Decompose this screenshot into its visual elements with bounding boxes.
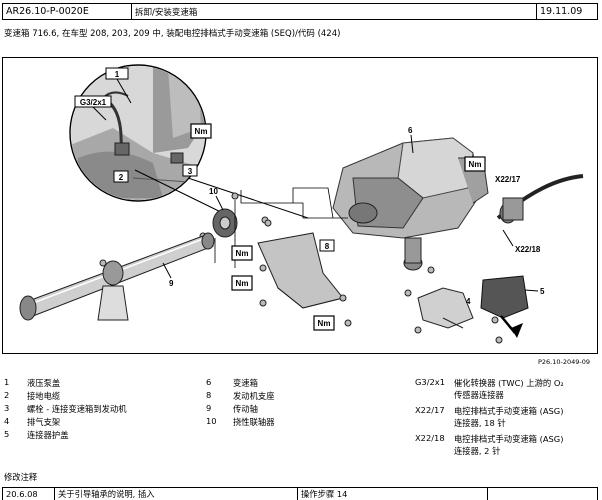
svg-text:Nm: Nm [195, 127, 208, 136]
svg-text:9: 9 [169, 279, 174, 288]
svg-text:X22/18: X22/18 [515, 245, 541, 254]
leader-lines [214, 187, 348, 263]
svg-text:Nm: Nm [236, 249, 249, 258]
callout-6: 6 [408, 126, 414, 154]
callout-10: 10 [209, 187, 224, 211]
doc-id: AR26.10-P-0020E [3, 4, 132, 19]
callout-1: 1 [105, 67, 132, 104]
svg-text:Nm: Nm [318, 319, 331, 328]
doc-title: 拆卸/安装变速箱 [132, 4, 537, 19]
svg-text:2: 2 [119, 173, 124, 182]
nm-label-mount-2: Nm [313, 315, 335, 331]
doc-date: 19.11.09 [540, 6, 583, 17]
svg-text:10: 10 [209, 187, 218, 196]
svg-text:8: 8 [325, 242, 330, 251]
nm-label-coupling: Nm [231, 245, 253, 261]
callout-x17: X22/17 [495, 175, 521, 184]
svg-text:Nm: Nm [236, 279, 249, 288]
inset-detail [69, 64, 309, 219]
figure-reference: P26.10-2049-09 [537, 358, 590, 366]
note-empty-cell [488, 488, 597, 500]
figure-drawing: 1 G3/2x1 2 3 Nm [19, 64, 584, 344]
engine-mount [257, 219, 352, 327]
transmission-body [332, 137, 489, 271]
svg-text:5: 5 [540, 287, 545, 296]
nm-label-inset: Nm [190, 123, 212, 139]
drive-shaft [19, 232, 215, 321]
svg-text:X22/17: X22/17 [495, 175, 521, 184]
callout-g3: G3/2x1 [74, 95, 112, 121]
exhaust-bracket [404, 266, 474, 334]
svg-text:1: 1 [115, 70, 120, 79]
svg-text:6: 6 [408, 126, 413, 135]
callout-x18: X22/18 [502, 229, 541, 254]
svg-text:4: 4 [466, 297, 471, 306]
note-step: 操作步骤 14 [298, 488, 488, 500]
callout-8: 8 [319, 239, 335, 252]
flex-coupling [199, 192, 269, 268]
callout-4: 4 [466, 297, 471, 306]
callout-2: 2 [113, 170, 129, 183]
callout-5: 5 [524, 287, 545, 296]
note-date: 20.6.08 [3, 488, 55, 500]
legend-item: X22/17 电控排档式手动变速箱 (ASG)连接器, 18 针 [415, 405, 564, 428]
notes-title: 修改注释 [4, 472, 38, 482]
svg-text:G3/2x1: G3/2x1 [80, 98, 107, 107]
svg-text:Nm: Nm [469, 160, 482, 169]
note-description: 关于引导轴承的说明, 插入 [55, 488, 298, 500]
connector-cover [480, 275, 529, 344]
doc-subtitle: 变速箱 716.6, 在车型 208, 203, 209 中, 装配电控排档式手… [4, 29, 341, 39]
nm-label-mount-1: Nm [231, 275, 253, 291]
callout-9: 9 [162, 262, 174, 288]
nm-label-transmission: Nm [464, 156, 486, 172]
header-table: AR26.10-P-0020E 拆卸/安装变速箱 19.11.09 [2, 3, 598, 20]
legend-item: X22/18 电控排档式手动变速箱 (ASG)连接器, 2 针 [415, 433, 564, 456]
notes-table: 20.6.08 关于引导轴承的说明, 插入 操作步骤 14 [2, 487, 598, 500]
callout-3: 3 [182, 164, 198, 177]
svg-text:3: 3 [188, 167, 193, 176]
connector-cable [496, 174, 584, 224]
exploded-view-figure: 1 G3/2x1 2 3 Nm [2, 57, 598, 354]
